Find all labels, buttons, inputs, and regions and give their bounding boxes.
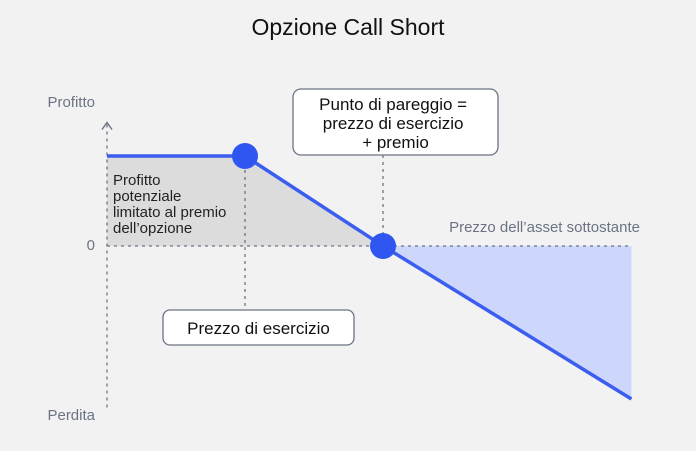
breakeven-point-marker (370, 233, 396, 259)
breakeven-box (292, 88, 499, 156)
breakeven-label: Punto di pareggio = prezzo di esercizio … (319, 95, 472, 152)
profit-note-line: dell’opzione (113, 220, 192, 237)
breakeven-callout: Punto di pareggio = prezzo di esercizio … (292, 88, 499, 156)
y-axis-label-profit: Profitto (47, 94, 95, 111)
breakeven-label-line: Punto di pareggio = (319, 95, 467, 114)
x-axis-label: Prezzo dell’asset sottostante (449, 219, 640, 236)
strike-point-marker (232, 143, 258, 169)
profit-note-line: potenziale (113, 188, 181, 205)
profit-note: Profitto potenziale limitato al premio d… (113, 172, 231, 237)
breakeven-label-line: + premio (362, 133, 429, 152)
strike-price-label: Prezzo di esercizio (187, 319, 330, 338)
profit-note-line: Profitto (113, 172, 161, 189)
payoff-line (107, 154, 633, 401)
profit-note-line: limitato al premio (113, 204, 226, 221)
breakeven-label-line: prezzo di esercizio (323, 114, 464, 133)
y-axis-label-zero: 0 (87, 237, 95, 254)
strike-price-box (162, 309, 355, 346)
diagram-title: Opzione Call Short (251, 14, 445, 40)
strike-price-callout: Prezzo di esercizio (162, 309, 355, 346)
y-axis-label-loss: Perdita (47, 407, 95, 424)
y-axis-arrow-icon (101, 121, 113, 130)
